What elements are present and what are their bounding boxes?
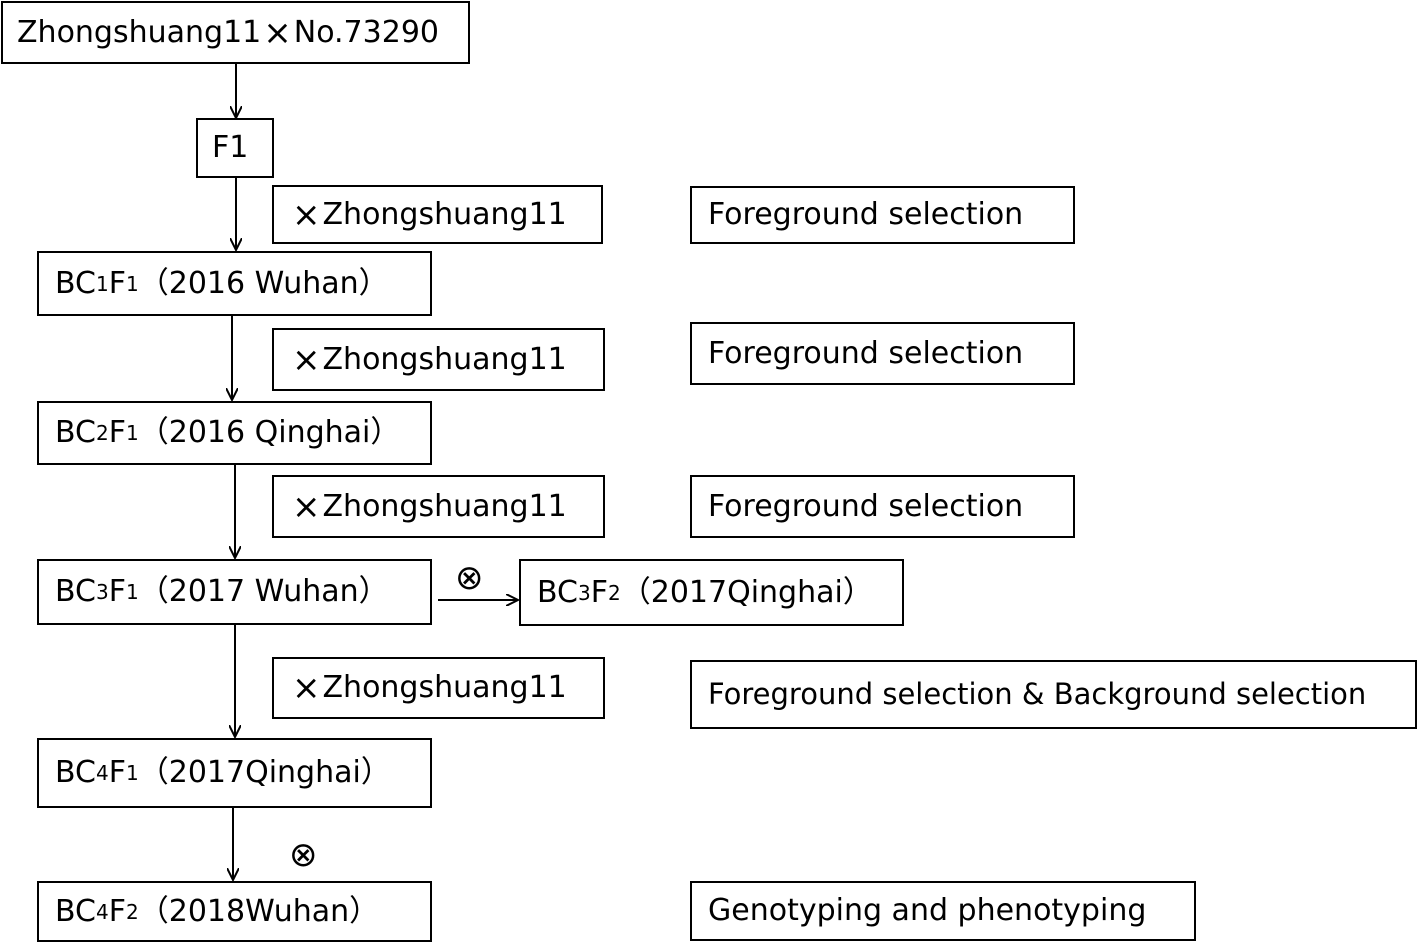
backcross-parent-label: Zhongshuang11 <box>322 670 567 705</box>
selection-label: Foreground selection & Background select… <box>708 677 1367 711</box>
selection-box-3: Foreground selection <box>690 475 1075 538</box>
parent-2-label: No.73290 <box>293 14 439 50</box>
selection-box-1: Foreground selection <box>690 186 1075 244</box>
selection-label: Genotyping and phenotyping <box>708 893 1147 928</box>
f1-label: F1 <box>212 130 249 165</box>
cross-symbol: × <box>292 486 321 527</box>
backcross-box-3: ×Zhongshuang11 <box>272 475 605 538</box>
selfing-symbol-bc3: ⊗ <box>455 558 484 598</box>
f1-box: F1 <box>196 118 274 178</box>
backcross-box-4: ×Zhongshuang11 <box>272 657 605 719</box>
selection-label: Foreground selection <box>708 335 1024 371</box>
backcross-box-2: ×Zhongshuang11 <box>272 328 605 391</box>
parents-cross-box: Zhongshuang11×No.73290 <box>1 1 470 64</box>
selection-box-4: Foreground selection & Background select… <box>690 660 1417 729</box>
backcross-parent-label: Zhongshuang11 <box>322 341 567 377</box>
cross-symbol: × <box>292 194 321 235</box>
selection-box-2: Foreground selection <box>690 322 1075 385</box>
cross-symbol: × <box>292 668 321 708</box>
parent-1-label: Zhongshuang11 <box>17 14 262 50</box>
backcross-box-1: ×Zhongshuang11 <box>272 185 603 244</box>
selfing-symbol-bc4: ⊗ <box>289 835 318 875</box>
selection-box-5: Genotyping and phenotyping <box>690 881 1196 941</box>
cross-symbol: × <box>292 339 321 380</box>
selection-label: Foreground selection <box>708 197 1024 232</box>
backcross-parent-label: Zhongshuang11 <box>322 196 567 232</box>
selection-label: Foreground selection <box>708 488 1024 524</box>
backcross-parent-label: Zhongshuang11 <box>322 488 567 524</box>
cross-symbol: × <box>263 12 292 53</box>
